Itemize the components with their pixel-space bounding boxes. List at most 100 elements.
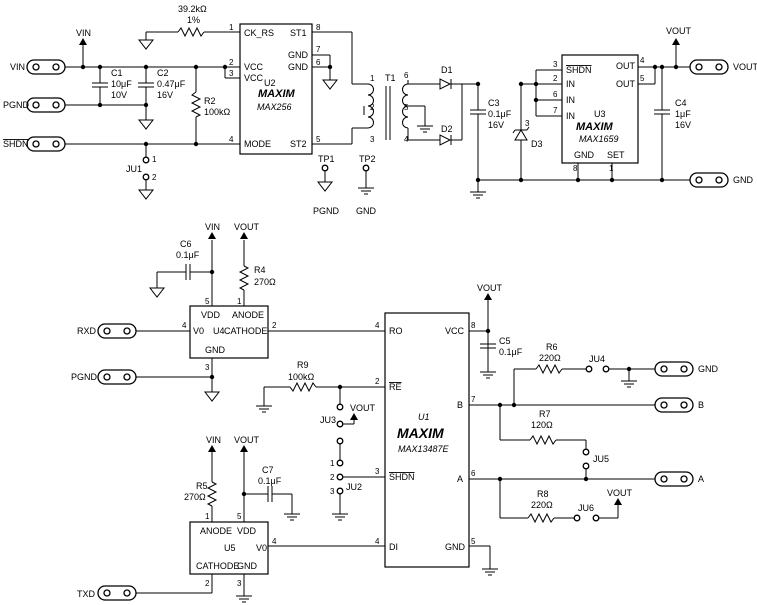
svg-text:4: 4 — [375, 537, 380, 546]
c6-value: 0.1μF — [176, 250, 200, 260]
port-b[interactable] — [654, 397, 694, 413]
svg-text:GND: GND — [288, 62, 309, 72]
svg-text:4: 4 — [640, 56, 645, 65]
svg-text:RE: RE — [389, 382, 402, 392]
svg-text:6: 6 — [471, 469, 476, 478]
svg-text:U3: U3 — [594, 109, 606, 119]
port-a[interactable] — [654, 471, 694, 487]
svg-text:3: 3 — [229, 69, 234, 78]
port-txd-label: TXD — [77, 589, 96, 599]
port-pgnd-2[interactable] — [97, 369, 137, 385]
svg-text:1: 1 — [370, 74, 375, 83]
c4-ref: C4 — [675, 98, 687, 108]
svg-text:B: B — [457, 400, 463, 410]
svg-text:7: 7 — [471, 395, 476, 404]
port-txd[interactable] — [97, 585, 137, 601]
u4-vout-label: VOUT — [234, 222, 260, 232]
svg-text:2: 2 — [229, 58, 234, 67]
svg-text:6: 6 — [553, 90, 558, 99]
port-gnd[interactable] — [689, 172, 729, 188]
c1-ref: C1 — [111, 68, 123, 78]
svg-text:OUT: OUT — [616, 79, 636, 89]
u5-optocoupler: 1 5 2 3 4 ANODE VDD CATHODE GND V0 U5 — [189, 512, 277, 588]
ju3-vout-label: VOUT — [350, 403, 376, 413]
svg-text:U1: U1 — [418, 412, 430, 422]
svg-text:U5: U5 — [224, 543, 236, 553]
svg-text:RO: RO — [389, 326, 403, 336]
r8-ref: R8 — [537, 489, 549, 499]
r6-ref: R6 — [546, 342, 558, 352]
svg-text:2: 2 — [370, 103, 375, 112]
c5-ref: C5 — [499, 336, 511, 346]
ju5-label: JU5 — [593, 454, 609, 464]
d2-ref: D2 — [441, 124, 453, 134]
svg-text:MODE: MODE — [244, 139, 271, 149]
svg-text:MAXIM: MAXIM — [397, 425, 444, 441]
svg-text:VCC: VCC — [244, 73, 264, 83]
r6-value: 220Ω — [539, 353, 561, 363]
svg-text:3: 3 — [237, 579, 242, 588]
svg-text:VCC: VCC — [244, 62, 264, 72]
port-shdn[interactable] — [26, 136, 66, 152]
svg-text:VDD: VDD — [237, 526, 257, 536]
r-ckrs-value: 39.2kΩ — [178, 4, 207, 14]
svg-text:1: 1 — [152, 155, 157, 164]
svg-text:4: 4 — [404, 135, 409, 144]
svg-text:2: 2 — [152, 173, 157, 182]
port-pgnd[interactable] — [26, 97, 66, 113]
svg-text:MAX1659: MAX1659 — [579, 134, 619, 144]
svg-text:7: 7 — [316, 45, 321, 54]
rail-vout-label: VOUT — [666, 26, 692, 36]
u4-optocoupler: 5 1 4 2 3 VDD ANODE V0 CATHODE GND U4 — [182, 297, 277, 372]
r8-value: 220Ω — [531, 500, 553, 510]
u1-max13487e: 4 2 3 4 8 7 6 5 RO RE SHDN DI VCC B A GN… — [375, 312, 476, 568]
c4-value: 1μF — [675, 109, 691, 119]
d3-ref: D3 — [531, 139, 543, 149]
c2-ref: C2 — [157, 68, 169, 78]
svg-text:2: 2 — [375, 377, 380, 386]
svg-text:GND: GND — [237, 561, 258, 571]
svg-text:4: 4 — [182, 321, 187, 330]
port-vin[interactable] — [26, 59, 66, 75]
svg-text:8: 8 — [573, 164, 578, 173]
svg-text:1: 1 — [330, 459, 335, 468]
ju2-label: JU2 — [346, 482, 362, 492]
svg-text:2: 2 — [553, 74, 558, 83]
r2-ref: R2 — [204, 96, 216, 106]
tp1-net: PGND — [313, 206, 340, 216]
svg-text:OUT: OUT — [616, 61, 636, 71]
svg-text:3: 3 — [553, 60, 558, 69]
u5-vout-label: VOUT — [234, 435, 260, 445]
svg-text:ANODE: ANODE — [232, 310, 264, 320]
port-rxd[interactable] — [97, 323, 137, 339]
svg-text:SET: SET — [607, 150, 625, 160]
port-vout[interactable] — [689, 59, 729, 75]
svg-text:3: 3 — [205, 363, 210, 372]
ju6-label: JU6 — [578, 503, 594, 513]
r5-value: 270Ω — [184, 492, 206, 502]
svg-text:GND: GND — [445, 542, 466, 552]
svg-text:CATHODE: CATHODE — [224, 326, 267, 336]
svg-text:IN: IN — [566, 111, 575, 121]
c3-ref: C3 — [488, 98, 500, 108]
c1-value: 10μF — [111, 79, 132, 89]
r4-ref: R4 — [254, 265, 266, 275]
svg-text:1: 1 — [229, 23, 234, 32]
port-gnd-2[interactable] — [654, 361, 694, 377]
d1-ref: D1 — [441, 65, 453, 75]
port-a-label: A — [698, 474, 704, 484]
c7-ref: C7 — [262, 465, 274, 475]
svg-text:GND: GND — [205, 345, 226, 355]
svg-text:SHDN: SHDN — [566, 65, 592, 75]
svg-text:U4: U4 — [213, 326, 225, 336]
r2-value: 100kΩ — [204, 107, 231, 117]
ju6-vout-label: VOUT — [607, 488, 633, 498]
u2-max256: 1 2 3 4 8 7 6 5 CK_RS VCC VCC MODE ST1 G… — [229, 23, 321, 155]
svg-text:3: 3 — [525, 119, 530, 128]
svg-text:4: 4 — [272, 537, 277, 546]
tp1-label: TP1 — [318, 154, 335, 164]
svg-text:CATHODE: CATHODE — [196, 561, 239, 571]
r7-ref: R7 — [539, 409, 551, 419]
svg-text:ST1: ST1 — [290, 28, 307, 38]
